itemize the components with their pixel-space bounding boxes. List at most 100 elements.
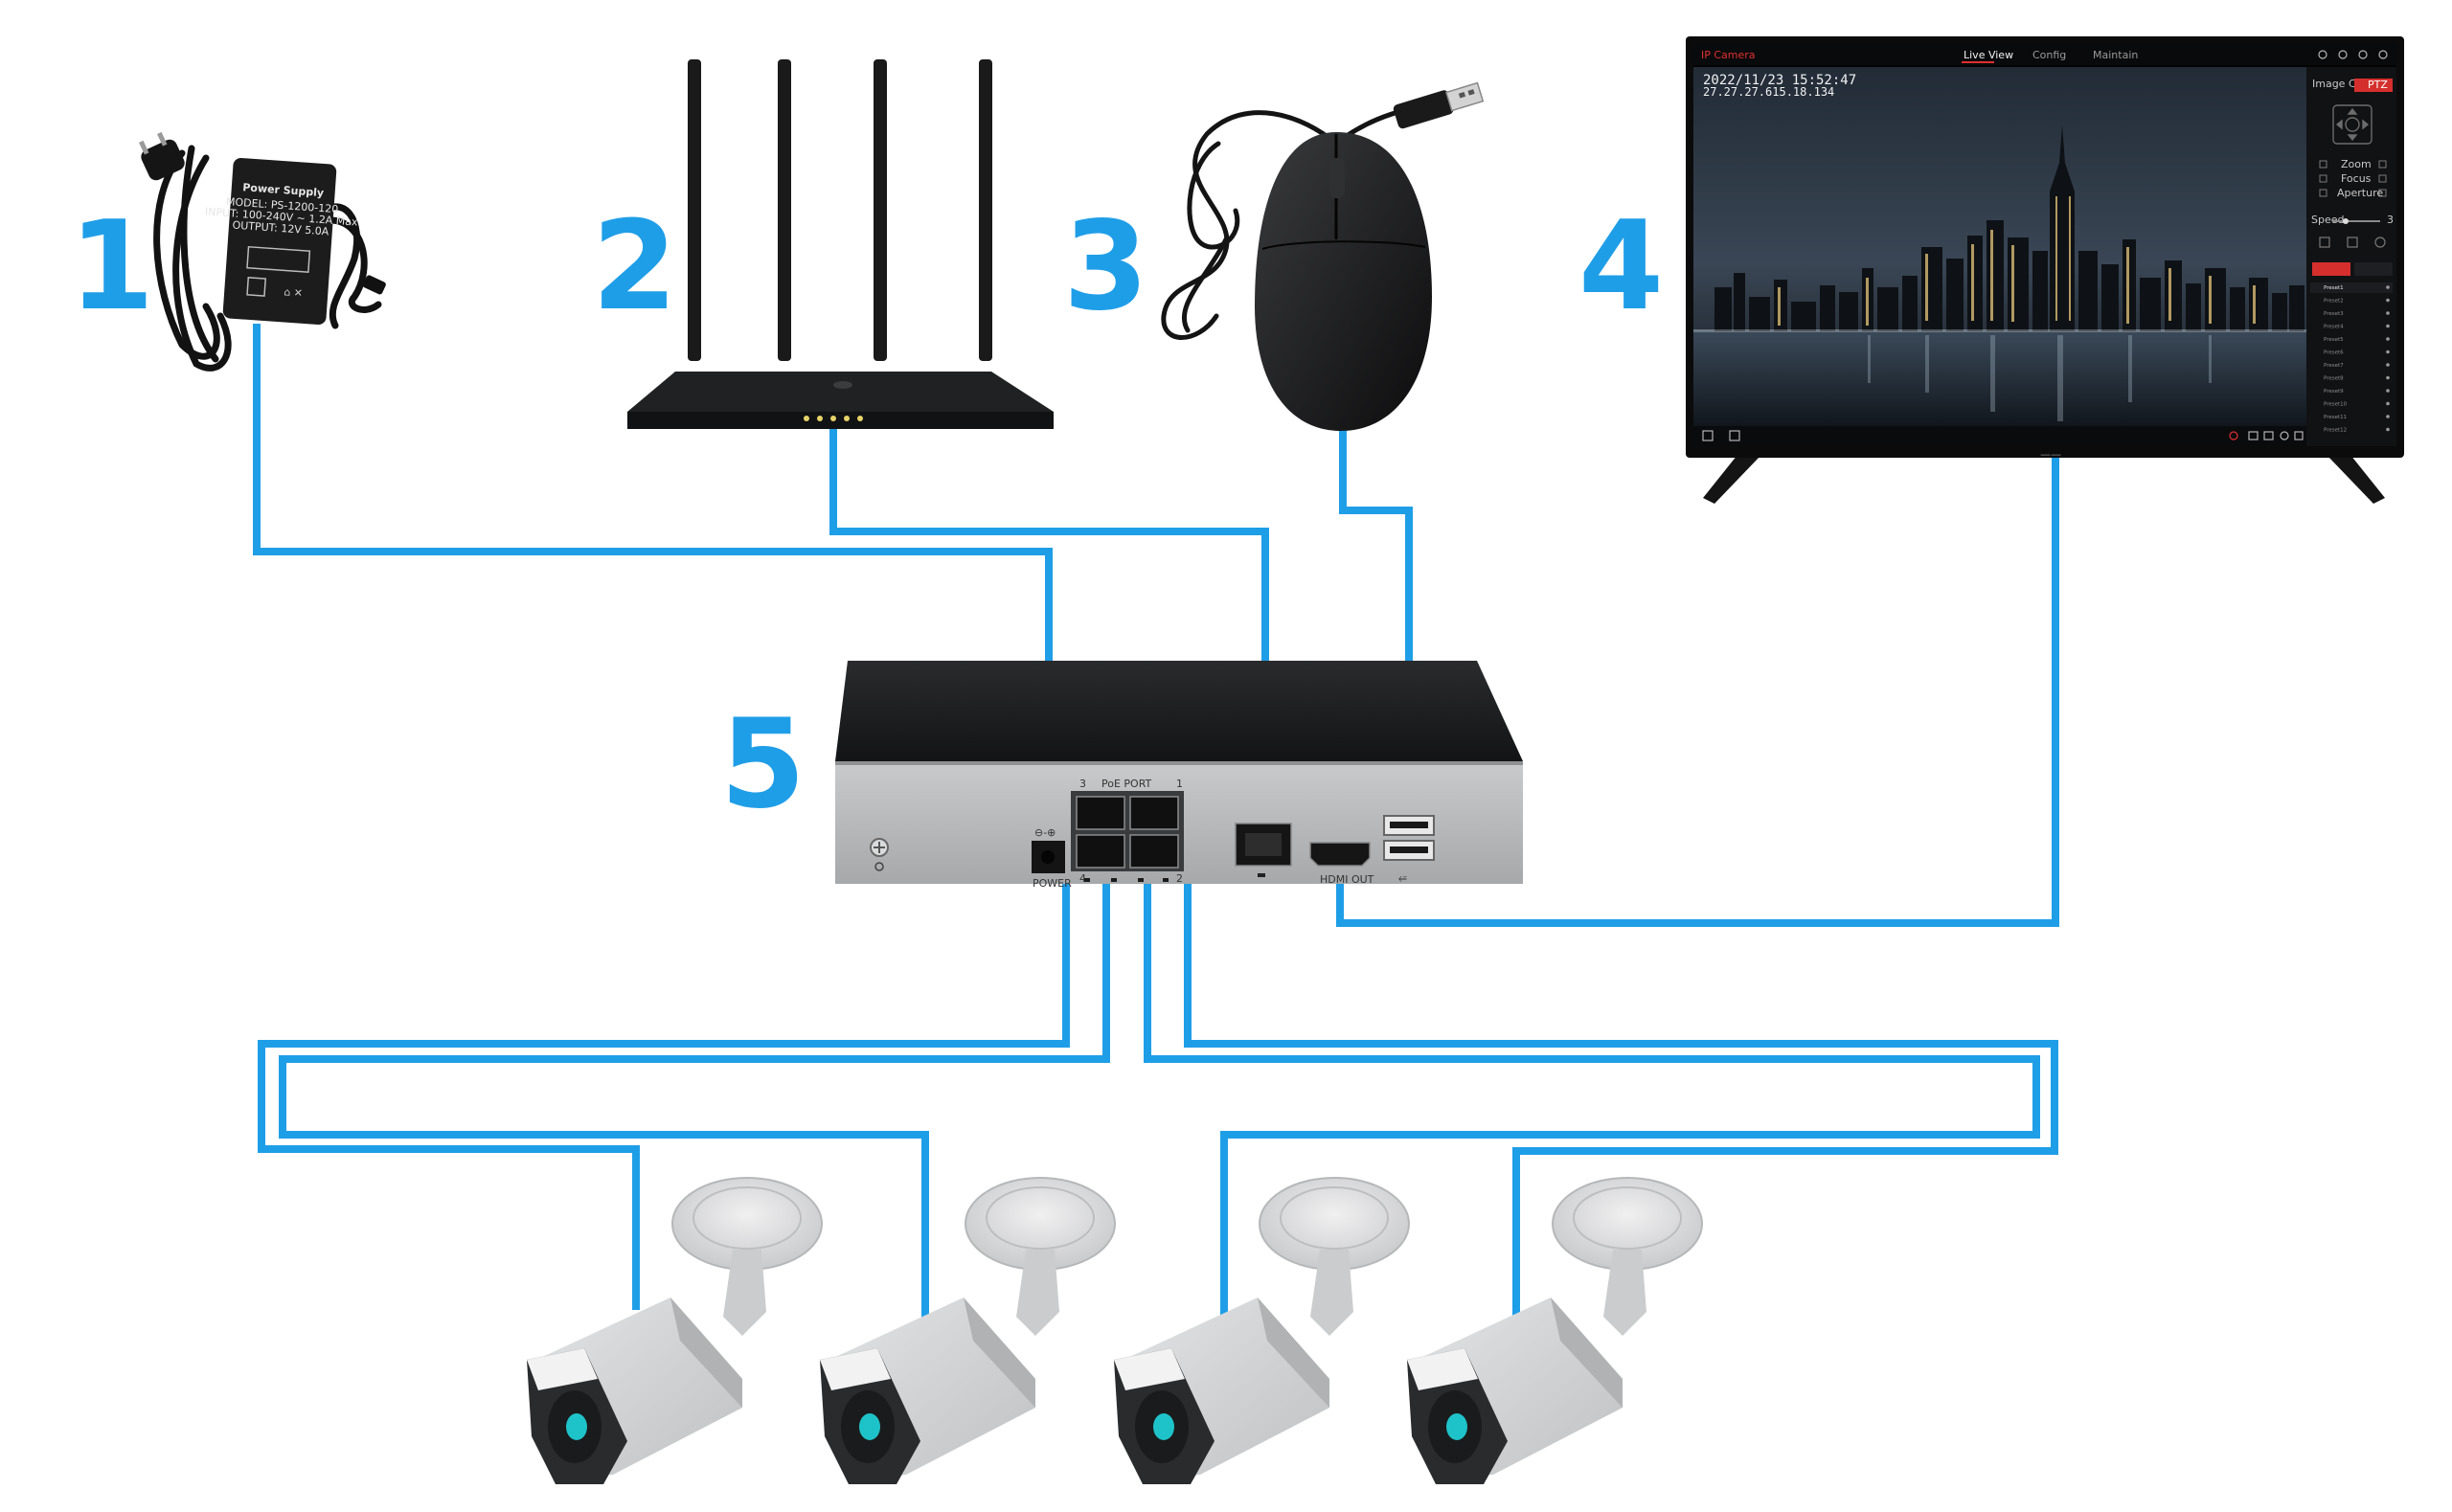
ptz-focus-label: Focus [2341, 172, 2372, 185]
fullscreen-icon[interactable] [2294, 431, 2304, 440]
preset-item[interactable]: Preset9 [2310, 386, 2393, 396]
tab-live-view[interactable]: Live View [1964, 49, 2013, 61]
ptz-dpad[interactable] [2332, 104, 2373, 145]
preset-item[interactable]: Preset6 [2310, 348, 2393, 358]
dc-label: ⊖-⊕ [1034, 826, 1056, 839]
power-supply: Power Supply MODEL: PS-1200-120 INPUT: 1… [138, 131, 386, 372]
app-name: IP Camera [1701, 49, 1756, 61]
monitor-screen: IP Camera Live View Config Maintain [1693, 44, 2396, 446]
monitor-foot-left [1703, 450, 1760, 504]
preset-label: Preset1 [2324, 285, 2344, 291]
step-numbers: 1 2 3 4 5 [69, 195, 1664, 836]
preset-item[interactable]: Preset1 [2310, 282, 2393, 293]
port-number-3: 3 [1079, 778, 1086, 790]
poe-port-3[interactable] [1076, 796, 1125, 830]
wire-hdmi [1336, 436, 2059, 927]
ptz-action-3[interactable] [2374, 237, 2386, 248]
number-4: 4 [1578, 195, 1664, 338]
preset-list: Preset1Preset2Preset3Preset4Preset5Prese… [2310, 282, 2393, 436]
nvr-recorder: ⊖-⊕ POWER PoE PORT 3 1 4 2 HDMI OUT ⭁ [835, 661, 1523, 890]
video-toolbar [1702, 430, 2304, 441]
home-icon[interactable] [2338, 50, 2348, 59]
camera-1 [527, 1177, 823, 1484]
port-number-1: 1 [1176, 778, 1183, 790]
preset-item[interactable]: Preset4 [2310, 322, 2393, 332]
zoom-in-icon[interactable] [2280, 431, 2289, 440]
power-icon[interactable] [2378, 50, 2388, 59]
speed-slider[interactable] [2332, 220, 2380, 222]
wire-camera-4 [1184, 867, 2058, 1320]
water-reflections [1868, 335, 2212, 421]
hdmi-label: HDMI OUT [1320, 873, 1374, 886]
ptz-action-1[interactable] [2319, 237, 2330, 248]
preset-item[interactable]: Preset10 [2310, 399, 2393, 410]
poe-port-4[interactable] [1076, 834, 1125, 869]
antenna-3 [874, 59, 887, 361]
power-cable [153, 145, 382, 372]
svg-text:——: —— [2040, 448, 2061, 461]
number-5: 5 [720, 693, 806, 836]
preset-label: Preset2 [2324, 299, 2344, 305]
city-lights [1778, 196, 2256, 326]
usb-plug [1393, 81, 1485, 129]
number-3: 3 [1063, 195, 1148, 338]
record-icon[interactable] [2229, 431, 2238, 440]
antenna-1 [688, 59, 701, 361]
wire-camera-3 [1144, 867, 2040, 1320]
tab-maintain[interactable]: Maintain [2093, 49, 2138, 61]
snapshot-icon[interactable] [2263, 431, 2274, 440]
cameras [527, 1177, 1703, 1484]
camera-2 [820, 1177, 1116, 1484]
camera-lens [566, 1413, 587, 1440]
power-supply-title: Power Supply [242, 181, 325, 199]
preset-item[interactable]: Preset11 [2310, 412, 2393, 422]
preset-item[interactable]: Preset8 [2310, 373, 2393, 384]
poe-port-1[interactable] [1129, 796, 1179, 830]
preset-label: Preset3 [2324, 311, 2344, 317]
router-leds [804, 416, 863, 421]
speed-label: Speed [2311, 214, 2344, 226]
number-1: 1 [69, 195, 154, 338]
preset-item[interactable]: Preset3 [2310, 308, 2393, 319]
preset-label: Preset4 [2324, 325, 2344, 330]
poe-port-2[interactable] [1129, 834, 1179, 869]
usb-symbol-icon: ⭁ [1398, 872, 1407, 885]
tab-config[interactable]: Config [2032, 49, 2066, 61]
port-number-4: 4 [1079, 872, 1086, 885]
stream-icon[interactable] [1729, 430, 1740, 441]
preset-item[interactable]: Preset5 [2310, 334, 2393, 345]
antenna-4 [979, 59, 992, 361]
ptz-action-2[interactable] [2347, 237, 2358, 248]
ptz-zoom-label: Zoom [2341, 158, 2372, 170]
preset-label: Preset7 [2324, 363, 2344, 369]
preset-label: Preset5 [2324, 337, 2344, 343]
hdmi-port[interactable] [1309, 842, 1371, 867]
help-icon[interactable] [2358, 50, 2368, 59]
router [627, 59, 1054, 429]
power-brick [222, 157, 337, 326]
mouse-scroll-wheel [1329, 158, 1345, 198]
mouse [1161, 81, 1485, 431]
preset-label: Preset6 [2324, 350, 2344, 356]
preset-label: Preset10 [2324, 402, 2348, 408]
svg-text:⌂ ✕: ⌂ ✕ [284, 285, 304, 299]
camera-lens [859, 1413, 880, 1440]
connection-wires [253, 324, 2059, 1320]
poe-port-label: PoE PORT [1101, 778, 1152, 790]
preset-label: Preset9 [2324, 389, 2344, 395]
camera-arm [1603, 1250, 1646, 1336]
speed-value: 3 [2387, 214, 2394, 226]
preset-item[interactable]: Preset2 [2310, 296, 2393, 306]
ptz-aperture-label: Aperture [2337, 187, 2383, 199]
camera-arm [1310, 1250, 1353, 1336]
preset-item[interactable]: Preset7 [2310, 360, 2393, 371]
settings-icon[interactable] [2318, 50, 2327, 59]
panel-tab-ptz[interactable]: PTZ [2368, 79, 2388, 91]
layout-icon[interactable] [1702, 430, 1714, 441]
preset-label: Preset12 [2324, 428, 2347, 434]
video-icon[interactable] [2248, 431, 2259, 440]
number-2: 2 [592, 195, 677, 338]
camera-arm [1016, 1250, 1059, 1336]
preset-item[interactable]: Preset12 [2310, 425, 2393, 436]
